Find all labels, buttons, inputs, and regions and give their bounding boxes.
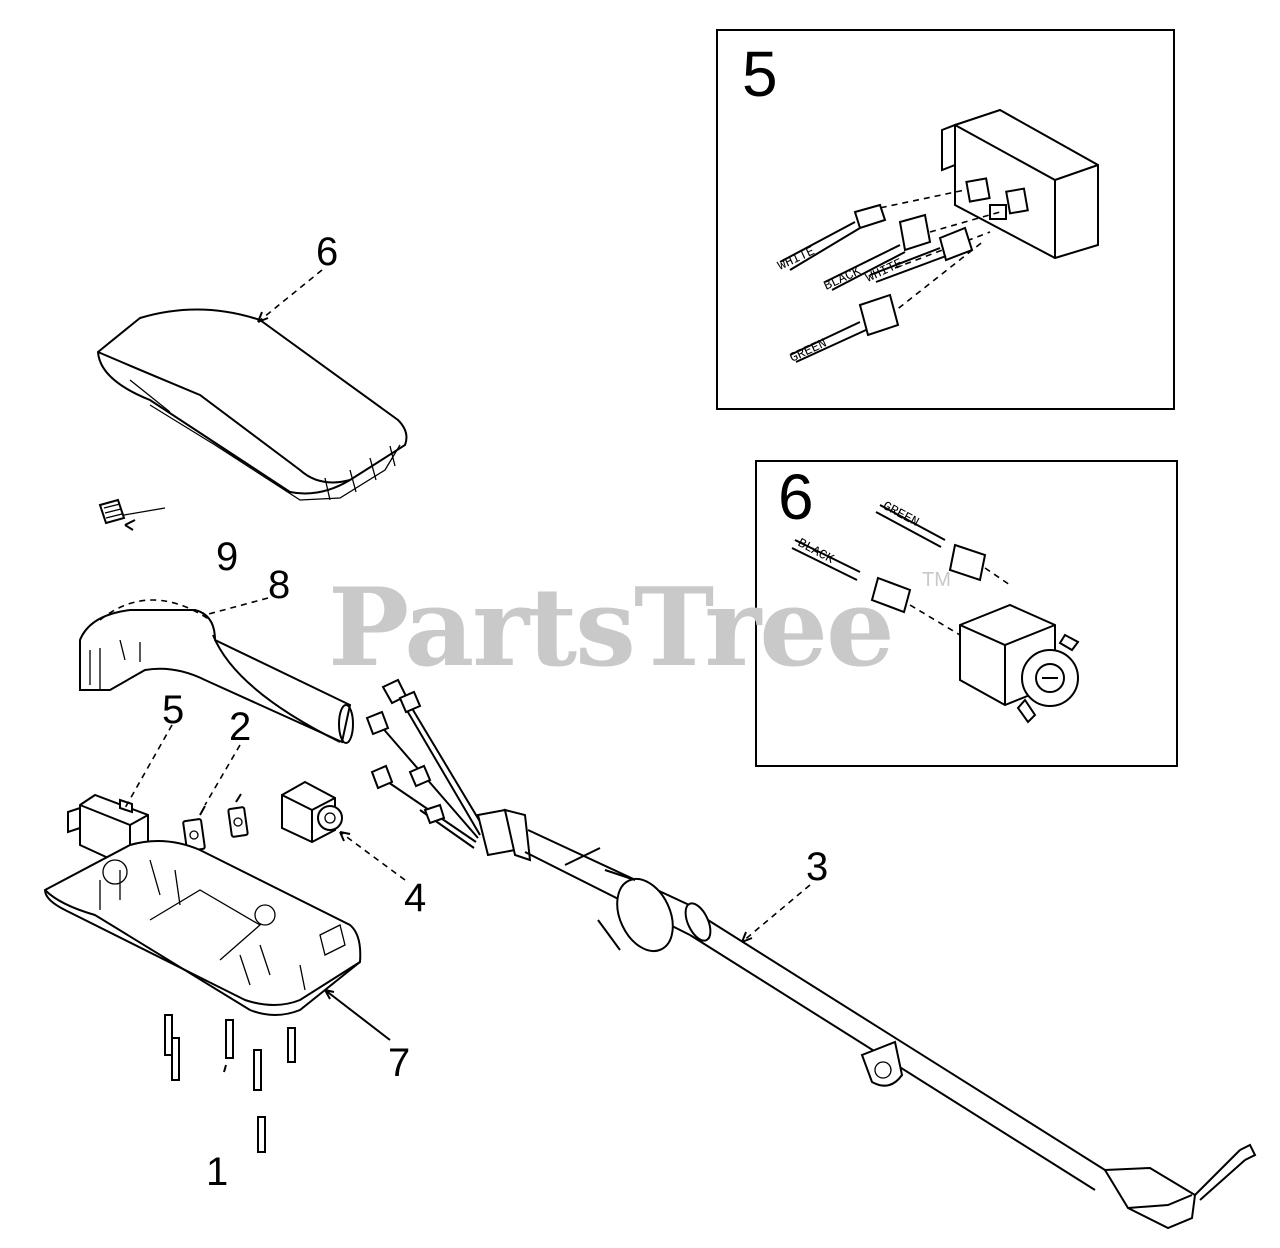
callout-5: 5: [162, 688, 184, 732]
inset-5-number: 5: [742, 38, 778, 110]
part-base-tray: [43, 840, 362, 1016]
part-wire-harness: [365, 678, 1257, 1230]
part-key-switch: [281, 780, 343, 844]
callout-6: 6: [316, 230, 338, 274]
part-wire-channel: [79, 599, 354, 744]
part-cover-lid: [96, 308, 408, 501]
part-spring-clip: [98, 498, 166, 531]
inset-6-frame: [755, 460, 1178, 767]
svg-text:BLACK: BLACK: [821, 263, 863, 293]
svg-text:BLACK: BLACK: [795, 535, 837, 567]
callout-1: 1: [206, 1150, 228, 1194]
callout-7: 7: [388, 1041, 410, 1085]
part-switches: [182, 793, 249, 852]
inset-6-switch-drawing: GREEN BLACK: [791, 498, 1080, 724]
svg-text:WHITE: WHITE: [775, 243, 817, 273]
callout-2: 2: [229, 705, 251, 749]
inset-6: 6 GREEN BLACK: [755, 460, 1178, 767]
leader-lines: [124, 269, 811, 1041]
callout-9: 9: [216, 535, 238, 579]
inset-5-relay-drawing: WHITE BLACK WHITE GREEN: [775, 108, 1099, 366]
watermark-text: PartsTree: [328, 565, 893, 691]
watermark-trademark: TM: [922, 569, 951, 591]
callout-4: 4: [404, 876, 426, 920]
part-screws: [164, 1014, 296, 1153]
inset-5-frame: [716, 29, 1175, 410]
callout-8: 8: [268, 563, 290, 607]
callout-3: 3: [806, 845, 828, 889]
inset-6-number: 6: [778, 461, 814, 533]
svg-text:GREEN: GREEN: [787, 336, 829, 366]
inset-5: 5 WHITE BLACK WHITE GREEN: [716, 29, 1175, 410]
